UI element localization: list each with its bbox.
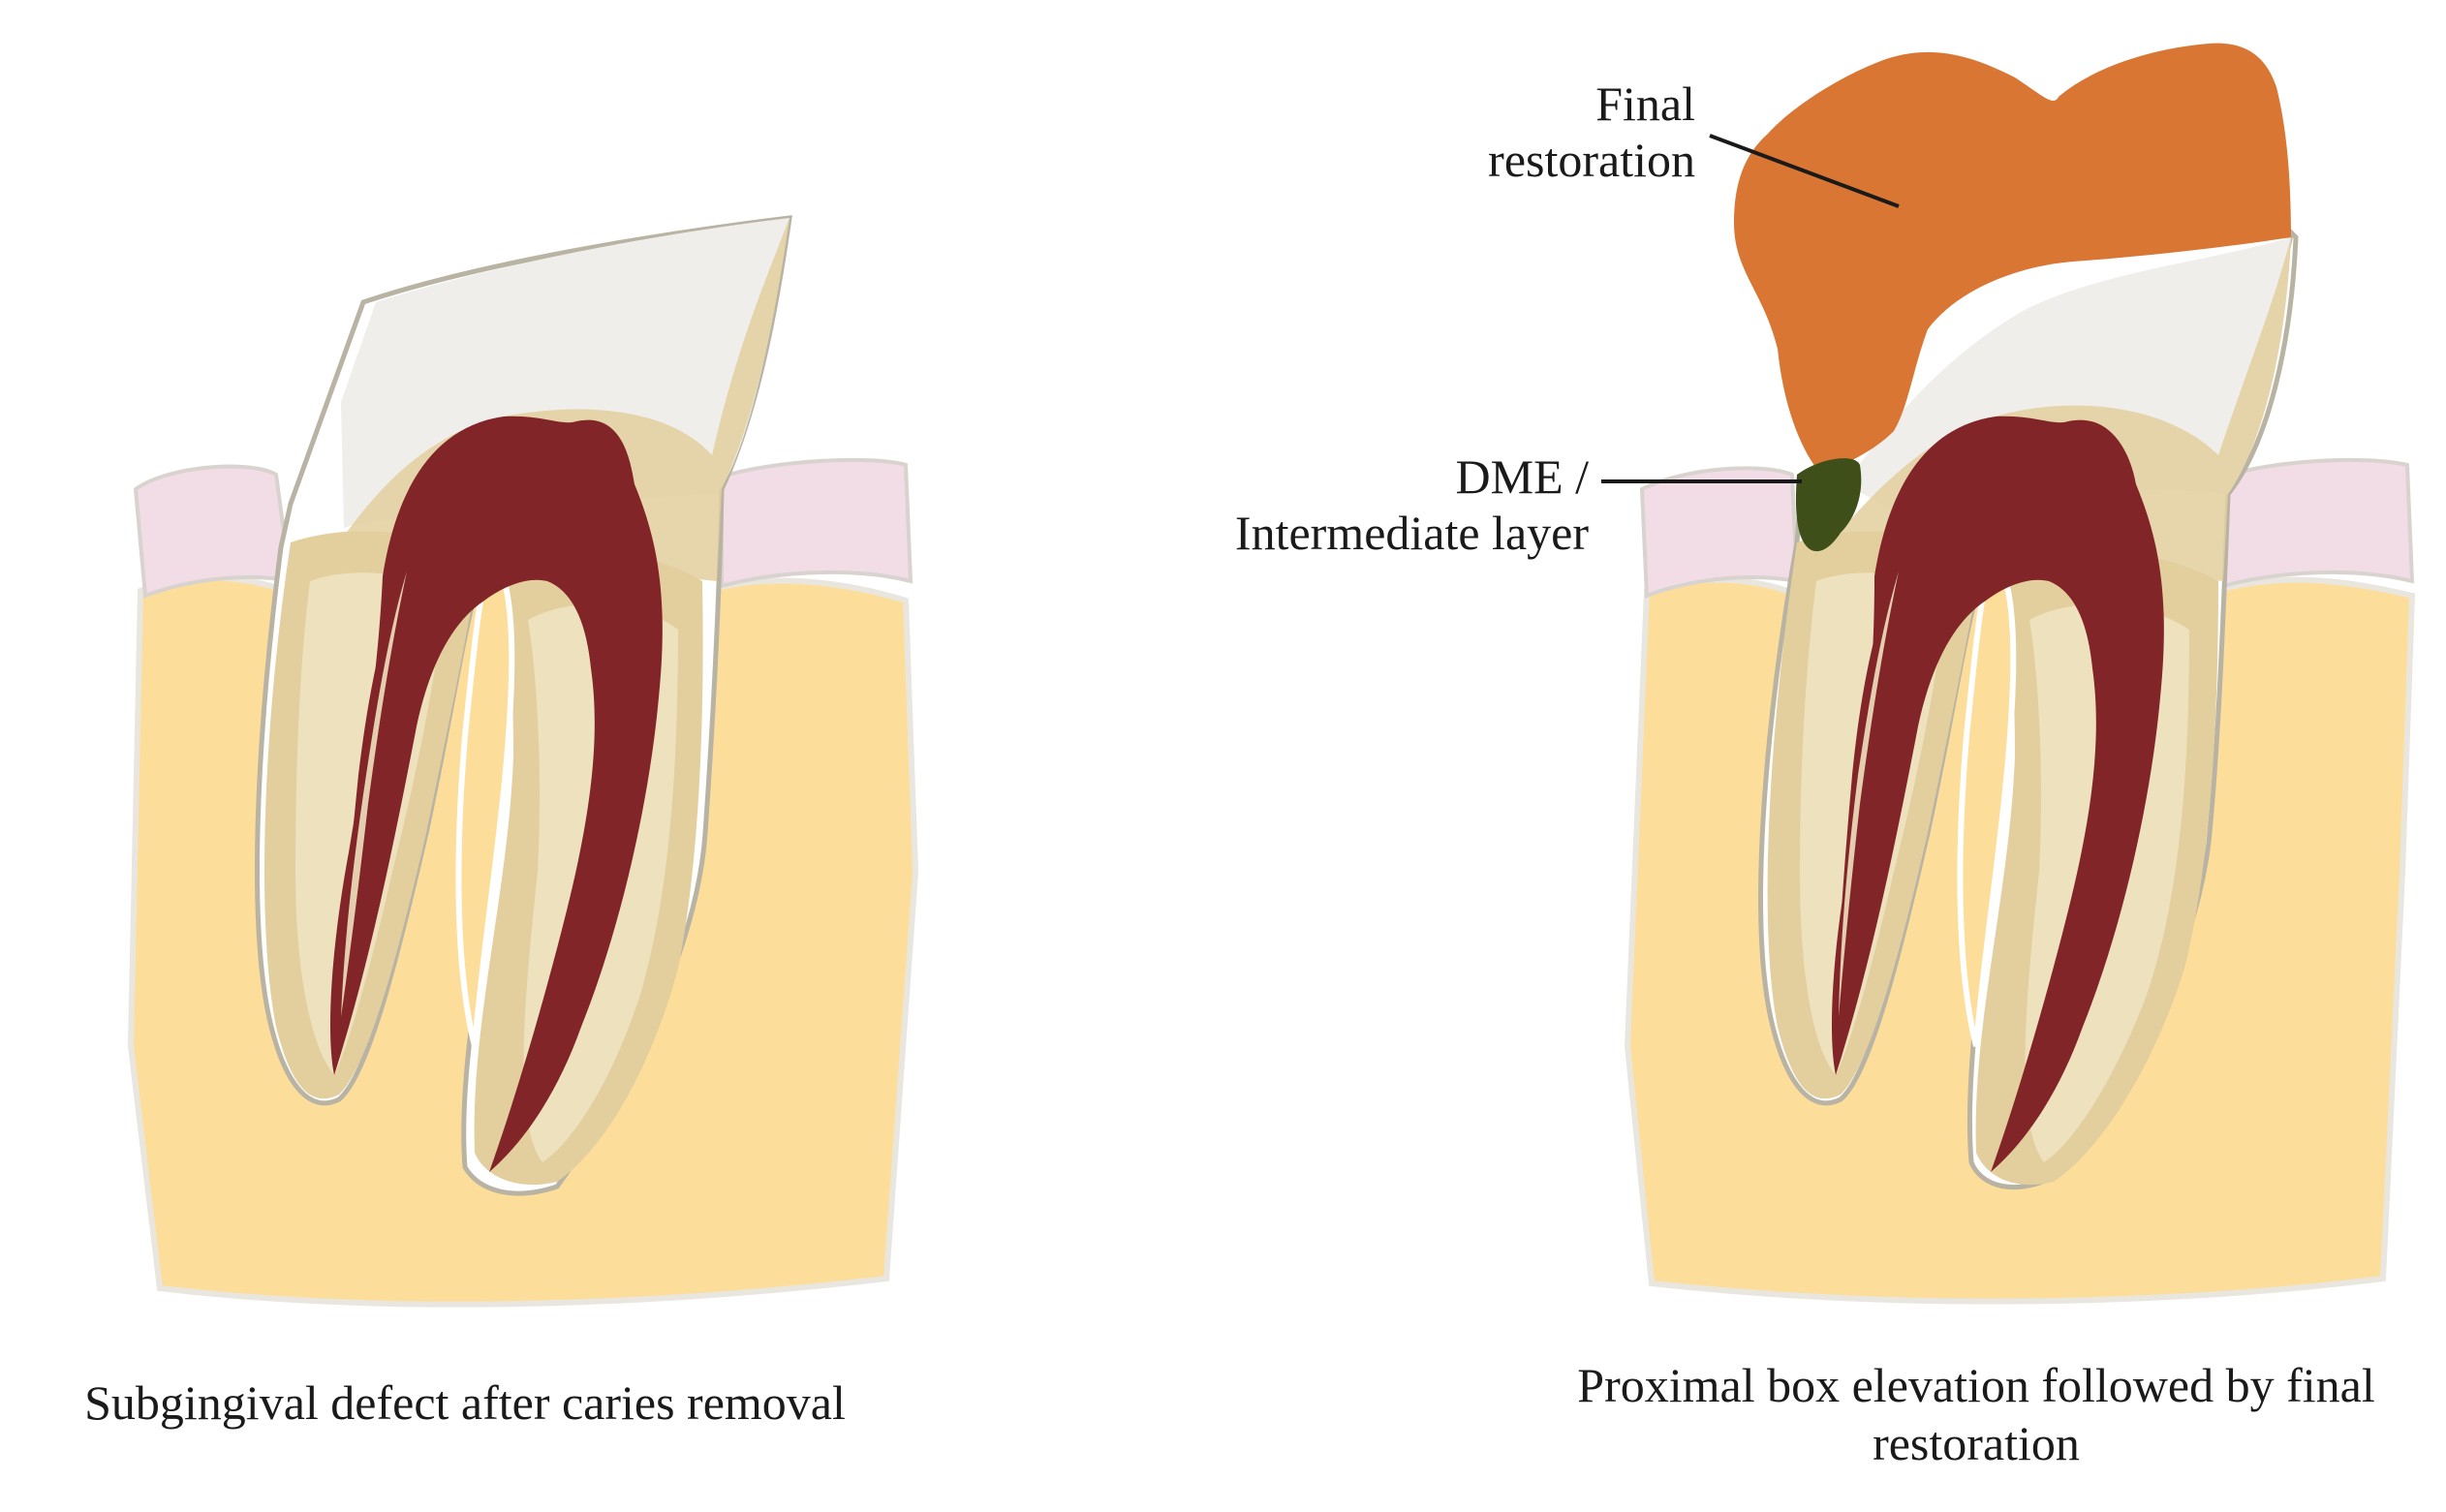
label-dme-intermediate-layer: DME / Intermediate layer [1162, 448, 1589, 561]
left-tooth-diagram [127, 215, 919, 1308]
label-final-restoration: Final restoration [1395, 76, 1695, 188]
left-gingiva-mesial [133, 464, 294, 599]
right-gingiva-distal [2221, 457, 2415, 589]
left-gingiva-distal [720, 457, 913, 589]
caption-right-line2: restoration [1873, 1416, 2080, 1470]
left-furcation [455, 553, 515, 1047]
right-pulp [1831, 416, 2164, 1172]
right-dme-layer [1795, 458, 1862, 552]
caption-right-line1: Proximal box elevation followed by final [1577, 1358, 2375, 1412]
label-final-restoration-line2: restoration [1488, 133, 1695, 187]
label-final-restoration-line1: Final [1595, 77, 1695, 131]
caption-left-text: Subgingival defect after caries removal [84, 1375, 846, 1430]
right-tooth-diagram [1601, 43, 2416, 1305]
label-dme-line2: Intermediate layer [1234, 506, 1589, 560]
caption-left-panel: Subgingival defect after caries removal [19, 1373, 911, 1432]
right-final-restoration [1734, 43, 2291, 476]
left-pulp [329, 416, 663, 1172]
right-furcation [1957, 553, 2017, 1047]
label-dme-line1: DME / [1455, 449, 1590, 504]
leader-line-final-restoration [1709, 134, 1900, 208]
caption-right-panel: Proximal box elevation followed by final… [1531, 1356, 2422, 1472]
right-gingiva-mesial [1639, 466, 1800, 599]
